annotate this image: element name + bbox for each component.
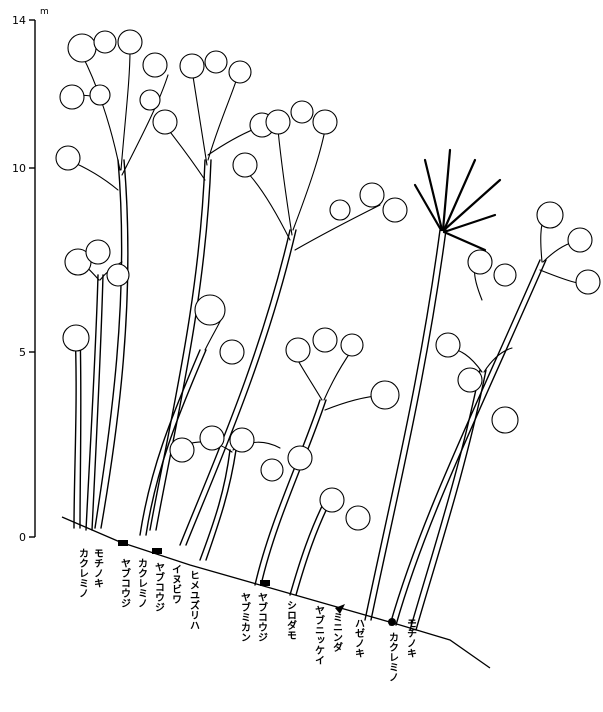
- tree-middle-cluster: [140, 101, 407, 560]
- axis-tick-label-14: 14: [12, 14, 26, 27]
- height-axis: 14 m 10 5 0: [12, 7, 49, 544]
- species-label: シロダモ: [285, 600, 297, 640]
- species-label: ヒメユズリハ: [188, 570, 200, 630]
- tree-far-right: [390, 202, 600, 630]
- tree-small-left: [63, 240, 129, 530]
- axis-tick-label-0: 0: [19, 531, 26, 544]
- species-label: イヌビワ: [170, 564, 182, 604]
- species-label: ヤブコウジ: [256, 592, 268, 642]
- species-label: モチノキ: [405, 618, 417, 658]
- species-label: ヤブコウジ: [153, 562, 165, 612]
- axis-tick-label-10: 10: [12, 162, 26, 175]
- species-label: ミニンダ: [331, 612, 343, 653]
- species-label: ハゼノキ: [353, 618, 365, 658]
- species-label: ヤブミカン: [239, 592, 251, 642]
- species-label: ヤブコウジ: [119, 558, 131, 608]
- species-label: ヤブニッケイ: [313, 605, 325, 665]
- species-label: カクレミノ: [77, 548, 89, 598]
- axis-unit-label: m: [40, 7, 49, 17]
- species-label: カクレミノ: [136, 558, 148, 608]
- axis-tick-label-5: 5: [19, 346, 26, 359]
- species-label: モチノキ: [92, 548, 104, 588]
- tree-drawings: [56, 30, 600, 630]
- species-label: カクレミノ: [387, 632, 399, 682]
- tree-tall-second: [150, 51, 274, 530]
